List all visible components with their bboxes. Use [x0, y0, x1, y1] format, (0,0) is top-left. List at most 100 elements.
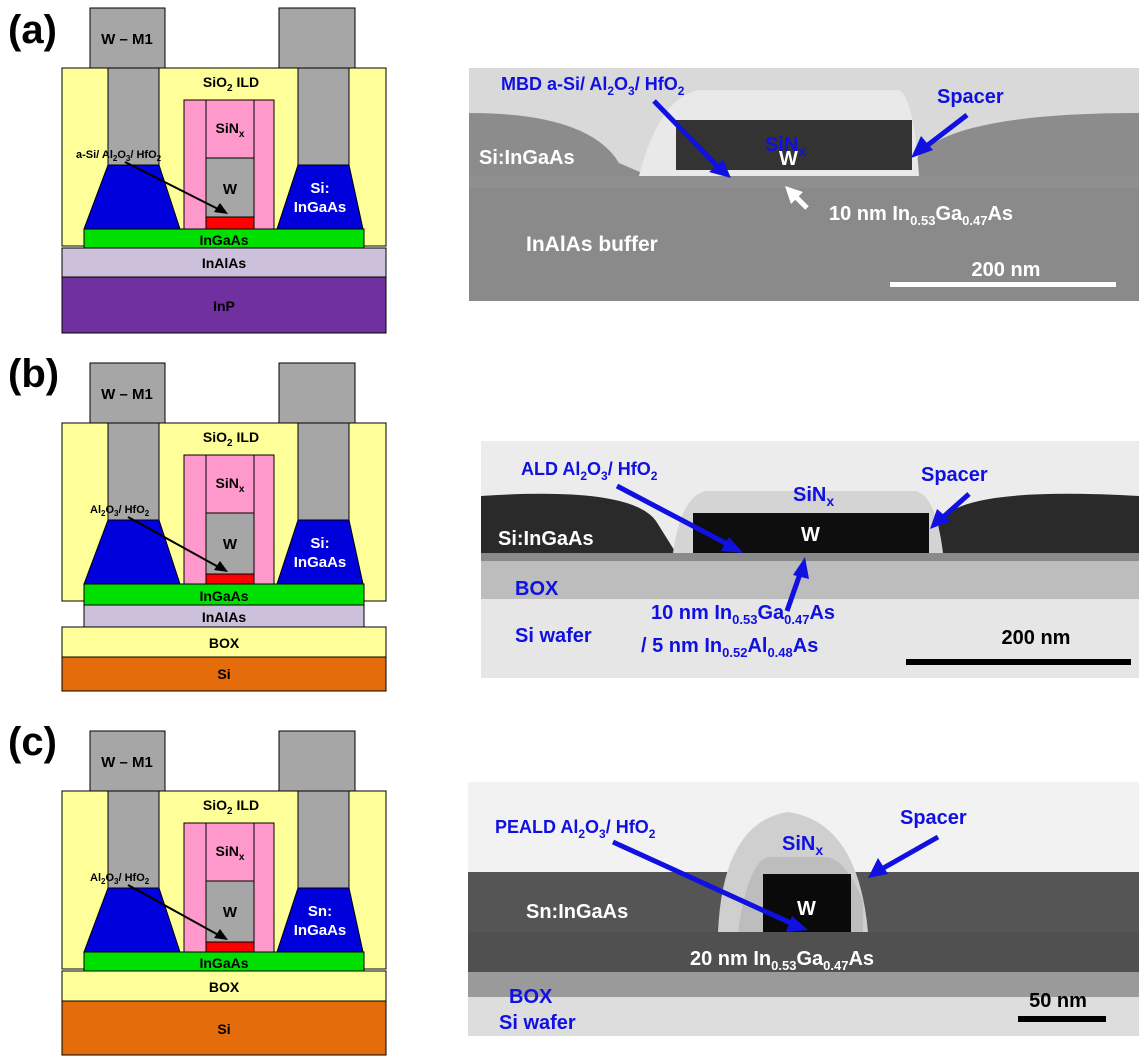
- tem-sd-label: Si:InGaAs: [479, 147, 575, 169]
- channel-label: InGaAs: [199, 955, 248, 971]
- tem-wafer-label: Si wafer: [499, 1012, 576, 1034]
- schematic-b: W – M1 SiO2 ILD SiNx W Si: InGaAs Al2O3/…: [61, 362, 387, 692]
- tem-scale-label: 200 nm: [1002, 627, 1071, 649]
- tem-sd-region: [469, 113, 1139, 176]
- gate-dielectric: [205, 941, 255, 953]
- tem-image-c: PEALD Al2O3/ HfO2 Spacer SiNx W Sn:InGaA…: [468, 782, 1139, 1036]
- tem-scale-label: 50 nm: [1029, 990, 1087, 1012]
- tem-buffer-label: InAlAs buffer: [526, 233, 658, 256]
- via-left: [107, 422, 160, 524]
- dielectric-arrow: [124, 161, 223, 212]
- layer-label-inalas: InAlAs: [202, 609, 247, 625]
- dielectric-label: Al2O3/ HfO2: [90, 872, 150, 886]
- dielectric-label: Al2O3/ HfO2: [90, 504, 150, 518]
- metal-label: W – M1: [101, 31, 153, 48]
- sinx-cap: [205, 822, 255, 882]
- panel-label-b: (b): [8, 352, 60, 396]
- tem-image-b: ALD Al2O3/ HfO2 Spacer SiNx W Si:InGaAs …: [481, 441, 1139, 678]
- tem-channel-label: 10 nm In0.53Ga0.47As: [651, 602, 835, 627]
- tem-spacer-label: Spacer: [921, 464, 988, 486]
- tem-wafer-label: Si wafer: [515, 625, 592, 647]
- dielectric-label: a-Si/ Al2O3/ HfO2: [76, 149, 162, 163]
- tem-gate-label: W: [779, 148, 798, 170]
- layer-label-inalas: InAlAs: [202, 255, 247, 271]
- inalas-layer: [61, 247, 387, 278]
- drain-region: [276, 164, 364, 230]
- spacer-right: [253, 99, 275, 230]
- tem-channel-arrowhead: [785, 186, 803, 204]
- dielectric-arrowhead: [214, 561, 228, 572]
- metal-pad-left: [89, 7, 166, 69]
- tem-box-label: BOX: [509, 986, 553, 1008]
- tem-cap-label: SiNx: [765, 134, 806, 159]
- tem-channel-arrowhead: [793, 557, 809, 579]
- tem-dielectric-label: MBD a-Si/ Al2O3/ HfO2: [501, 74, 685, 98]
- dielectric-arrow: [127, 516, 223, 570]
- gate-label: W: [223, 536, 238, 553]
- via-left: [107, 67, 160, 169]
- layer-label-box: BOX: [209, 635, 240, 651]
- gate-dielectric: [205, 216, 255, 230]
- layer-label-inp: InP: [213, 298, 235, 314]
- tem-spacer-arrowhead: [868, 858, 888, 878]
- tem-spacer-arrow: [878, 834, 940, 873]
- schematic-a: W – M1 SiO2 ILD SiNx W Si: InGaAs a-Si/ …: [61, 7, 387, 334]
- dielectric-arrowhead: [214, 203, 228, 214]
- spacer-left: [183, 99, 207, 230]
- drain-label-line2: InGaAs: [294, 199, 347, 216]
- panel-label-a: (a): [8, 8, 57, 52]
- layer-label-box: BOX: [209, 979, 240, 995]
- drain-region: [276, 887, 364, 953]
- channel-label: InGaAs: [199, 232, 248, 248]
- schematic-c: W – M1 SiO2 ILD SiNx W Sn: InGaAs Al2O3/…: [61, 730, 387, 1056]
- ild-label: SiO2 ILD: [203, 429, 259, 449]
- tem-spacer-label: Spacer: [900, 807, 967, 829]
- tem-scale-bar: [906, 659, 1131, 665]
- metal-pad-right: [278, 730, 356, 792]
- tem-box: [481, 559, 1139, 599]
- dielectric-arrow: [127, 884, 223, 938]
- drain-label-line2: InGaAs: [294, 922, 347, 939]
- metal-label: W – M1: [101, 386, 153, 403]
- tem-channel-label: 10 nm In0.53Ga0.47As: [829, 203, 1013, 228]
- drain-label-line2: InGaAs: [294, 554, 347, 571]
- tem-dielectric-arrow: [611, 839, 795, 927]
- tem-gate-label: W: [797, 898, 816, 920]
- metal-pad-right: [278, 7, 356, 69]
- drain-region: [276, 519, 364, 585]
- tem-channel-arrow: [784, 570, 804, 612]
- source-region: [83, 164, 181, 230]
- tem-dielectric-arrow: [615, 483, 733, 549]
- tem-channel2-label: / 5 nm In0.52Al0.48As: [641, 635, 818, 660]
- tem-sd-label: Si:InGaAs: [498, 528, 594, 550]
- tem-gate-label: W: [801, 524, 820, 546]
- tem-spacer-label: Spacer: [937, 86, 1004, 108]
- tem-scale-bar: [890, 282, 1116, 287]
- gate-dielectric: [205, 573, 255, 585]
- via-left: [107, 790, 160, 892]
- gate-label: W: [223, 181, 238, 198]
- tem-scale-label: 200 nm: [972, 259, 1041, 281]
- si-layer: [61, 656, 387, 692]
- via-right: [297, 422, 350, 524]
- tem-dielectric-arrowhead: [786, 916, 808, 932]
- spacer-left: [183, 454, 207, 585]
- tem-cap-label: SiNx: [793, 484, 834, 509]
- sinx-cap: [205, 99, 255, 159]
- via-right: [297, 67, 350, 169]
- ild-label: SiO2 ILD: [203, 797, 259, 817]
- channel-label: InGaAs: [199, 588, 248, 604]
- spacer-right: [253, 822, 275, 953]
- metal-label: W – M1: [101, 754, 153, 771]
- ild-label: SiO2 ILD: [203, 74, 259, 94]
- dielectric-arrowhead: [214, 929, 228, 940]
- metal-pad-right: [278, 362, 356, 424]
- tem-channel: [469, 176, 1139, 188]
- gate-label: W: [223, 904, 238, 921]
- box-layer: [61, 626, 387, 658]
- tem-spacer-arrowhead: [911, 136, 933, 158]
- cap-label: SiNx: [216, 843, 245, 863]
- tem-box: [468, 972, 1139, 997]
- layer-label-si: Si: [217, 666, 230, 682]
- tem-sd-region: [481, 493, 1139, 553]
